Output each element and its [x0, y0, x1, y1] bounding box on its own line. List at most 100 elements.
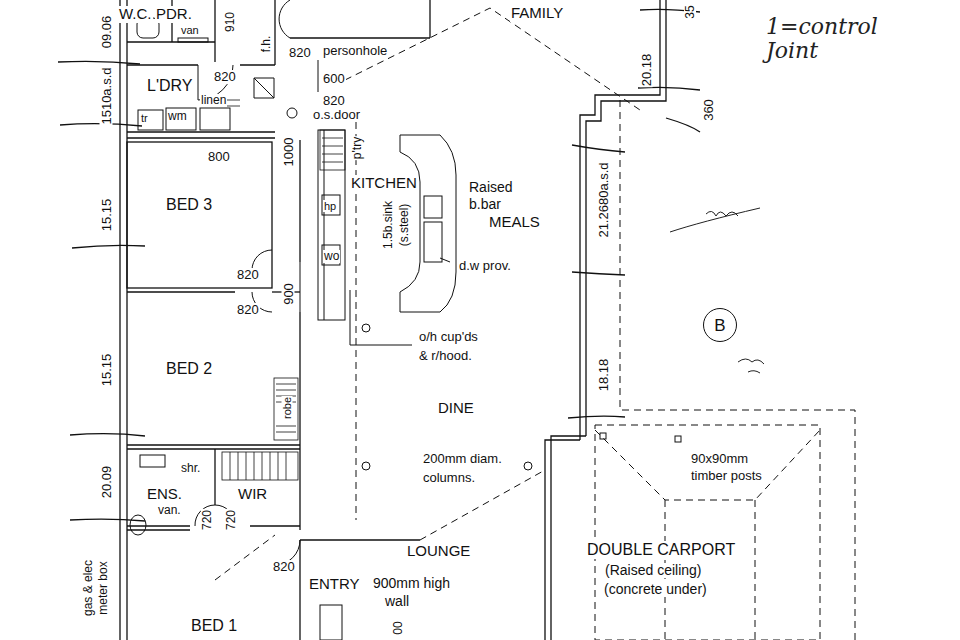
- room-label: o/h cup'ds: [418, 330, 479, 344]
- handwritten-note: 1=control Joint: [765, 15, 897, 63]
- room-label: 820: [272, 560, 296, 574]
- plan-line: [362, 324, 370, 332]
- plan-line: [424, 222, 442, 262]
- leader-lines: [318, 60, 450, 345]
- plan-line: [666, 118, 700, 132]
- room-label: DOUBLE CARPORT: [586, 541, 736, 559]
- dimension-label: meter box: [97, 560, 109, 615]
- plan-line: [595, 425, 820, 640]
- room-label: PDR.: [155, 6, 193, 23]
- grid-letter: B: [714, 317, 725, 334]
- plan-line: [440, 258, 450, 262]
- dimension-label: 360: [702, 98, 715, 122]
- dimension-label: 09.06: [100, 15, 113, 50]
- room-label: L'DRY: [146, 77, 193, 95]
- plan-line: [127, 529, 190, 530]
- plan-line: [70, 519, 145, 521]
- room-label: hp: [323, 200, 337, 212]
- room-label: & r/hood.: [418, 349, 473, 363]
- room-label: MEALS: [488, 214, 541, 231]
- room-label: BED 3: [165, 196, 213, 214]
- room-label: 90x90mm: [690, 452, 749, 466]
- plan-line: [595, 430, 820, 500]
- plan-line: [279, 0, 290, 38]
- dimension-label: 20.09: [100, 465, 113, 500]
- dimension-label: 00: [392, 620, 404, 635]
- room-label: 600: [322, 72, 346, 86]
- room-label: o.s.door: [312, 108, 361, 122]
- dimension-label: f.h.: [260, 35, 272, 54]
- room-label: Raised: [468, 180, 514, 195]
- dimension-label: (s.steel): [398, 203, 410, 248]
- dimension-label: 1000: [282, 137, 295, 168]
- plan-line: [127, 142, 272, 288]
- plan-line: [429, 0, 430, 38]
- room-label: van: [180, 24, 200, 36]
- plan-line: [127, 131, 275, 132]
- dimension-label: 910: [224, 11, 236, 33]
- plan-line: [300, 262, 301, 312]
- plan-line: [568, 416, 625, 418]
- plan-line: [214, 449, 215, 505]
- plan-line: [320, 605, 342, 640]
- plan-line: [318, 60, 319, 92]
- room-label: wm: [167, 110, 188, 123]
- plan-line: [300, 539, 420, 540]
- plan-line: [127, 525, 190, 526]
- plan-line: [130, 515, 146, 535]
- room-label: BED 2: [165, 360, 213, 378]
- room-label: 820: [322, 94, 346, 108]
- plan-line: [675, 436, 681, 442]
- room-label: 820: [236, 303, 260, 317]
- room-label: wall: [384, 594, 410, 609]
- plan-line: [299, 140, 300, 262]
- plan-line: [345, 8, 640, 110]
- plan-line: [274, 0, 275, 65]
- room-label: shr.: [180, 462, 201, 475]
- plan-line: [138, 110, 163, 130]
- plan-line: [252, 250, 272, 270]
- plan-line: [166, 108, 196, 130]
- dimension-label: 35: [684, 4, 696, 19]
- plan-line: [572, 272, 625, 275]
- room-label: linen: [200, 94, 227, 107]
- plan-line: [222, 452, 298, 480]
- plan-line: [126, 0, 127, 640]
- room-label: BED 1: [190, 617, 238, 635]
- plan-line: [670, 208, 760, 232]
- plan-line: [287, 108, 297, 118]
- room-label: LOUNGE: [406, 543, 471, 560]
- plan-line: [215, 535, 275, 580]
- plan-line: [638, 87, 700, 90]
- handwritten-marks: [670, 208, 764, 373]
- grid-reference-circle: B: [703, 308, 737, 342]
- dimension-ticks: [58, 9, 700, 521]
- dimension-label: 21.2680a.s.d: [597, 161, 610, 238]
- room-label: KITCHEN: [350, 175, 418, 192]
- dimension-label: gas & elec: [82, 559, 94, 617]
- plan-line: [119, 0, 120, 640]
- room-label: ENTRY: [308, 576, 361, 593]
- plan-line: [127, 291, 235, 292]
- plan-line: [318, 130, 345, 320]
- plan-line: [738, 359, 764, 373]
- plan-line: [240, 64, 275, 65]
- plan-line: [127, 64, 198, 65]
- plan-line: [755, 500, 756, 640]
- columns-posts: [254, 78, 681, 470]
- dimension-label: 720: [201, 509, 213, 531]
- room-label: 820: [236, 268, 260, 282]
- room-label: (concrete under): [603, 582, 708, 597]
- room-label: wo: [323, 250, 340, 263]
- roof-lines: [215, 8, 855, 640]
- plan-line: [600, 433, 606, 439]
- room-label: W.C.: [118, 6, 153, 23]
- plan-line: [127, 137, 275, 138]
- plan-line: [572, 145, 625, 152]
- plan-line: [551, 436, 586, 640]
- room-label: personhole: [322, 44, 388, 58]
- plan-line: [320, 130, 345, 170]
- plan-line: [70, 434, 145, 436]
- plan-line: [140, 455, 165, 467]
